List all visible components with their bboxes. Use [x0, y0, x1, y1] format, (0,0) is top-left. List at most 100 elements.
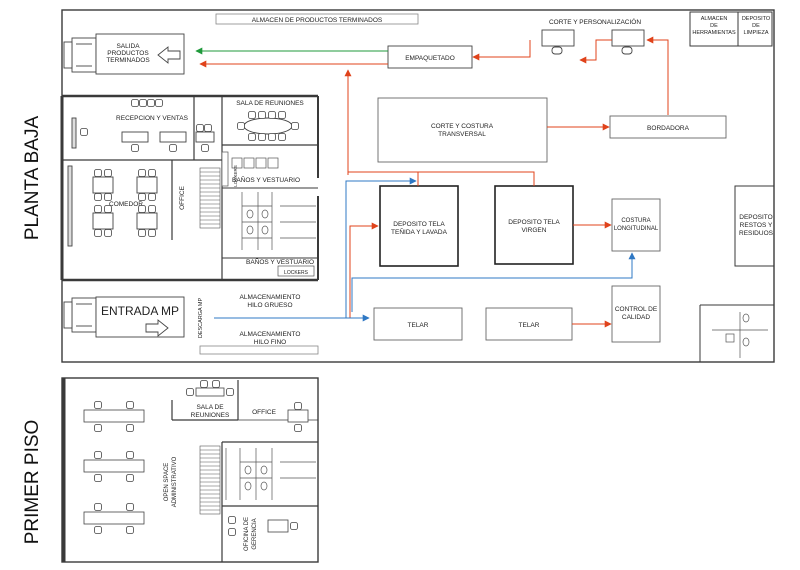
open-space-desks — [83, 401, 145, 534]
tools-store-label: ALMACEN DE HERRAMIENTAS — [692, 16, 736, 36]
packaging-label: EMPAQUETADO — [405, 55, 455, 62]
dyed-fabric-box — [379, 185, 459, 267]
svg-text:ALMACEN: ALMACEN — [701, 16, 728, 22]
packaging-box — [387, 45, 473, 69]
embroidery-label: BORDADORA — [647, 125, 690, 132]
exit-truck-icon — [63, 33, 185, 75]
svg-text:CORTE Y COSTURA: CORTE Y COSTURA — [431, 123, 494, 130]
virgin-fabric-box — [494, 185, 574, 265]
lockers-2-label: LOCKERS — [284, 270, 309, 276]
mp-unload-label: DESCARGA MP — [198, 297, 204, 338]
flow-arrows-blue — [214, 177, 636, 322]
cut-personalization-label: CORTE Y PERSONALIZACIÓN — [549, 17, 641, 26]
svg-text:TERMINADOS: TERMINADOS — [106, 57, 150, 64]
svg-text:CONTROL DE: CONTROL DE — [615, 306, 658, 313]
svg-text:VIRGEN: VIRGEN — [522, 227, 547, 234]
open-space-label: OPEN SPACE ADMINISTRATIVO — [164, 456, 178, 507]
meeting-room-label: SALA DE REUNIONES — [236, 100, 304, 107]
first-floor-bathrooms — [225, 448, 316, 500]
quality-label: CONTROL DE CALIDAD — [615, 306, 658, 321]
svg-text:DEPOSITO: DEPOSITO — [742, 16, 771, 22]
svg-text:ALMACENAMIENTO: ALMACENAMIENTO — [240, 331, 301, 338]
lockers-block-1 — [221, 151, 279, 187]
svg-text:SALIDA: SALIDA — [116, 43, 140, 50]
svg-text:DE: DE — [752, 23, 760, 29]
cross-cut-sew-label: CORTE Y COSTURA TRANSVERSAL — [431, 123, 494, 138]
management-desk — [228, 516, 298, 536]
reception-sales-label: RECEPCION Y VENTAS — [116, 115, 189, 122]
loom-2-box — [485, 307, 573, 341]
svg-text:DEPOSITO TELA: DEPOSITO TELA — [393, 221, 445, 228]
workstation-b — [611, 29, 645, 55]
svg-text:TEÑIDA Y LAVADA: TEÑIDA Y LAVADA — [391, 227, 448, 236]
long-seam-label: COSTURA LONGITUDINAL — [614, 218, 659, 232]
first-floor-walls — [61, 377, 319, 563]
long-seam-box — [611, 198, 661, 252]
virgin-fabric-label: DEPOSITO TELA VIRGEN — [508, 219, 560, 234]
first-floor-office-label: OFFICE — [252, 409, 276, 416]
fine-yarn-label: ALMACENAMIENTO HILO FINO — [240, 331, 301, 346]
waste-store-label: DEPOSITO RESTOS Y RESIDUOS — [739, 214, 774, 237]
svg-text:CALIDAD: CALIDAD — [622, 314, 650, 321]
svg-text:LONGITUDINAL: LONGITUDINAL — [614, 226, 659, 232]
first-floor-meeting-table — [186, 380, 234, 397]
side-title-ground: PLANTA BAJA — [22, 116, 43, 241]
loom-1-box — [373, 307, 463, 341]
flow-arrows-red — [199, 36, 669, 328]
svg-text:DEPOSITO TELA: DEPOSITO TELA — [508, 219, 560, 226]
svg-text:ADMINISTRATIVO: ADMINISTRATIVO — [172, 456, 178, 507]
workstation-a — [541, 29, 575, 55]
loom-2-label: TELAR — [519, 322, 540, 329]
svg-text:REUNIONES: REUNIONES — [191, 412, 230, 419]
baths-1-label: BAÑOS Y VESTUARIO — [232, 175, 300, 184]
ground-floor-walls — [60, 9, 775, 363]
meeting-table — [237, 111, 299, 141]
embroidery-box — [609, 115, 727, 139]
office-label: OFFICE — [179, 185, 186, 209]
ground-floor-strips — [199, 13, 419, 355]
svg-text:ALMACENAMIENTO: ALMACENAMIENTO — [240, 294, 301, 301]
entry-truck-icon — [63, 296, 185, 338]
cross-cut-sew-box — [377, 97, 548, 163]
dining-label: COMEDOR — [109, 201, 143, 208]
first-floor-meeting-label: SALA DE REUNIONES — [191, 404, 230, 419]
dyed-fabric-label: DEPOSITO TELA TEÑIDA Y LAVADA — [391, 221, 448, 236]
staircase-first — [199, 445, 221, 515]
baths-2-label: BAÑOS Y VESTUARIO — [246, 257, 314, 266]
reception-desks — [71, 99, 215, 152]
svg-text:HILO GRUESO: HILO GRUESO — [247, 302, 292, 309]
side-title-first: PRIMER PISO — [22, 420, 43, 545]
lockers-1-label: LOCKERS — [233, 165, 238, 187]
loom-1-label: TELAR — [408, 322, 429, 329]
coarse-yarn-label: ALMACENAMIENTO HILO GRUESO — [240, 294, 301, 309]
corner-fixtures — [712, 312, 768, 358]
svg-text:DE: DE — [710, 23, 718, 29]
dining-tables — [67, 165, 158, 247]
svg-text:RESIDUOS: RESIDUOS — [739, 230, 774, 237]
lockers-block-2 — [277, 265, 315, 277]
svg-text:SALA DE: SALA DE — [196, 404, 224, 411]
first-floor-office-desk — [287, 402, 309, 432]
exit-hollow-arrow-icon — [157, 46, 181, 64]
cleaning-store-label: DEPOSITO DE LIMPIEZA — [742, 16, 771, 36]
finished-goods-store-label: ALMACEN DE PRODUCTOS TERMINADOS — [252, 17, 383, 24]
svg-text:GERENCIA: GERENCIA — [252, 518, 258, 549]
svg-text:PRODUCTOS: PRODUCTOS — [107, 50, 149, 57]
svg-text:TRANSVERSAL: TRANSVERSAL — [438, 131, 486, 138]
mp-entry-label: ENTRADA MP — [101, 304, 179, 318]
svg-text:COSTURA: COSTURA — [621, 218, 650, 224]
bathroom-stalls — [241, 192, 316, 250]
management-office-label: OFICINA DE GERENCIA — [244, 517, 258, 551]
svg-text:HILO FINO: HILO FINO — [254, 339, 287, 346]
svg-text:HERRAMIENTAS: HERRAMIENTAS — [692, 30, 736, 36]
svg-text:LIMPIEZA: LIMPIEZA — [743, 30, 768, 36]
svg-text:RESTOS Y: RESTOS Y — [740, 222, 773, 229]
quality-box — [611, 285, 661, 343]
entry-hollow-arrow-icon — [145, 319, 169, 337]
staircase-ground — [199, 167, 221, 229]
svg-text:DEPOSITO: DEPOSITO — [739, 214, 772, 221]
svg-text:OFICINA DE: OFICINA DE — [244, 517, 250, 551]
finished-exit-label: SALIDA PRODUCTOS TERMINADOS — [106, 43, 150, 64]
svg-text:OPEN SPACE: OPEN SPACE — [164, 463, 170, 502]
